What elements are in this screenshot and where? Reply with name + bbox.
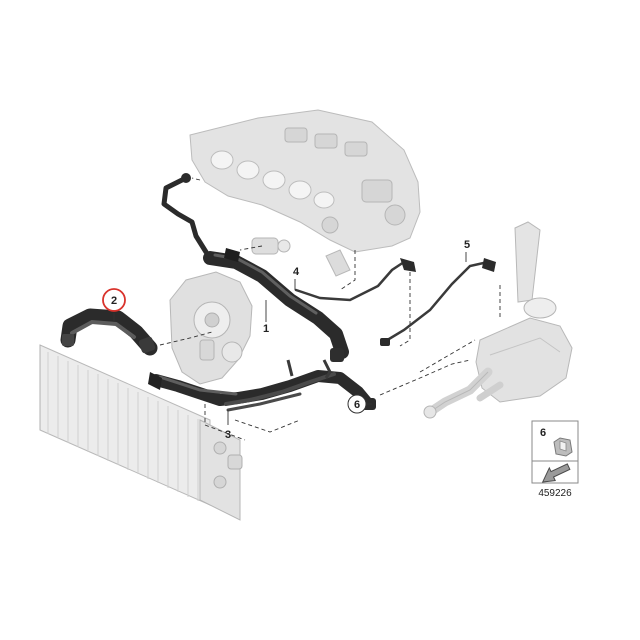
- direction-arrow-icon: [541, 463, 571, 483]
- legend-item-number: 6: [540, 427, 546, 439]
- callout-2[interactable]: 2: [102, 288, 126, 312]
- dashed-leaders: [159, 177, 501, 441]
- callout-6-label: 6: [354, 399, 360, 411]
- diagram-reference-number: 459226: [538, 488, 572, 499]
- part-1-main-hose[interactable]: [203, 248, 349, 362]
- cylinder-head-ghost: [189, 109, 421, 277]
- radiator-ghost: [39, 344, 243, 521]
- part-4-vent-line[interactable]: [294, 258, 416, 302]
- expansion-tank-ghost: [423, 221, 573, 419]
- callout-6[interactable]: 6: [347, 394, 367, 414]
- sensor-ghost: [251, 237, 291, 255]
- callout-2-label: 2: [111, 295, 117, 307]
- clip-icon: [553, 437, 573, 457]
- part-5-vent-hose[interactable]: [380, 258, 496, 346]
- vent-line-upper[interactable]: [161, 173, 209, 255]
- callout-1-label[interactable]: 1: [263, 323, 269, 335]
- legend-box: 6: [531, 420, 579, 484]
- callout-5-label[interactable]: 5: [464, 239, 470, 251]
- callout-3-label[interactable]: 3: [225, 429, 231, 441]
- part-3-lower-hose[interactable]: [148, 359, 376, 412]
- water-pump-ghost: [169, 271, 253, 385]
- callout-4-label[interactable]: 4: [293, 266, 300, 278]
- callout-leaders: [113, 252, 467, 425]
- part-2-upper-hose[interactable]: [60, 308, 158, 356]
